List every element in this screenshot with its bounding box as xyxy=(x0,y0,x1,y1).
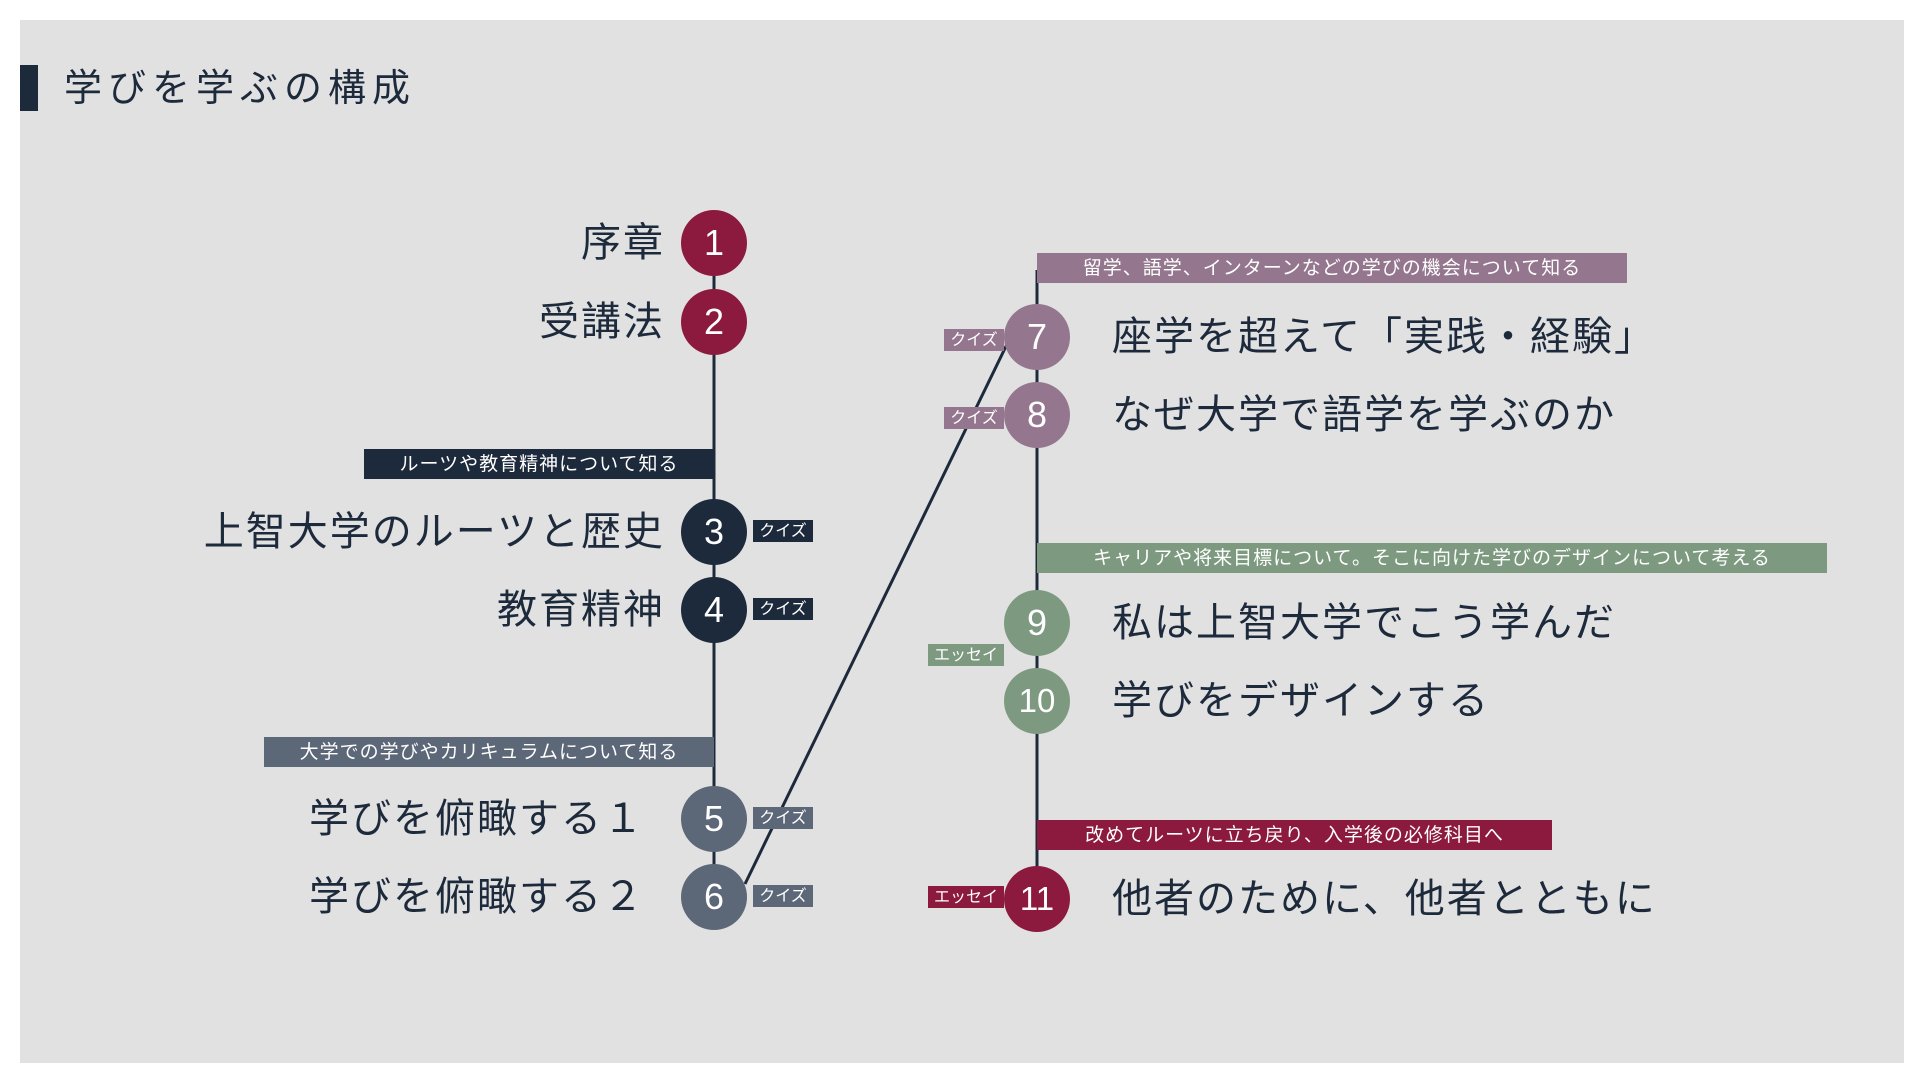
chapter-5-quiz-tag: クイズ xyxy=(753,807,813,829)
chapter-7-circle: 7 xyxy=(1004,304,1070,370)
chapter-9-circle: 9 xyxy=(1004,590,1070,656)
page-title: 学びを学ぶの構成 xyxy=(64,66,417,110)
banner-roots: ルーツや教育精神について知る xyxy=(364,449,714,479)
chapter-8-quiz-tag: クイズ xyxy=(944,407,1004,429)
chapter-10-title: 学びをデザインする xyxy=(1112,678,1490,724)
chapter-1-circle: 1 xyxy=(681,210,747,276)
chapter-3-title: 上智大学のルーツと歴史 xyxy=(203,509,665,555)
chapter-2-circle: 2 xyxy=(681,289,747,355)
banner-career: キャリアや将来目標について。そこに向けた学びのデザインについて考える xyxy=(1037,543,1827,573)
chapter-4-quiz-tag: クイズ xyxy=(753,598,813,620)
chapter-11-essay-tag: エッセイ xyxy=(928,886,1004,908)
chapter-1-title: 序章 xyxy=(581,220,665,266)
chapter-6-title: 学びを俯瞰する２ xyxy=(309,874,645,920)
chapters-9-10-essay-tag: エッセイ xyxy=(928,644,1004,666)
title-accent-bar xyxy=(20,65,38,111)
chapter-8-circle: 8 xyxy=(1004,382,1070,448)
banner-return: 改めてルーツに立ち戻り、入学後の必修科目へ xyxy=(1037,820,1552,850)
chapter-11-circle: 11 xyxy=(1004,866,1070,932)
chapter-7-title: 座学を超えて「実践・経験」 xyxy=(1112,314,1656,360)
chapter-6-quiz-tag: クイズ xyxy=(753,885,813,907)
diagonal-connector-line xyxy=(743,337,1012,885)
chapter-4-circle: 4 xyxy=(681,577,747,643)
chapter-4-title: 教育精神 xyxy=(497,587,665,633)
chapter-3-circle: 3 xyxy=(681,499,747,565)
chapter-3-quiz-tag: クイズ xyxy=(753,520,813,542)
chapter-10-circle: 10 xyxy=(1004,668,1070,734)
banner-opportunities: 留学、語学、インターンなどの学びの機会について知る xyxy=(1037,253,1627,283)
chapter-5-title: 学びを俯瞰する１ xyxy=(309,796,645,842)
chapter-9-title: 私は上智大学でこう学んだ xyxy=(1112,600,1616,646)
chapter-5-circle: 5 xyxy=(681,786,747,852)
chapter-11-title: 他者のために、他者とともに xyxy=(1112,876,1657,922)
chapter-2-title: 受講法 xyxy=(539,299,665,345)
chapter-8-title: なぜ大学で語学を学ぶのか xyxy=(1112,392,1616,438)
slide: 学びを学ぶの構成 ルーツや教育精神について知る 大学での学びやカリキュラムについ… xyxy=(20,20,1904,1063)
banner-curriculum: 大学での学びやカリキュラムについて知る xyxy=(264,737,714,767)
chapter-7-quiz-tag: クイズ xyxy=(944,329,1004,351)
chapter-6-circle: 6 xyxy=(681,864,747,930)
